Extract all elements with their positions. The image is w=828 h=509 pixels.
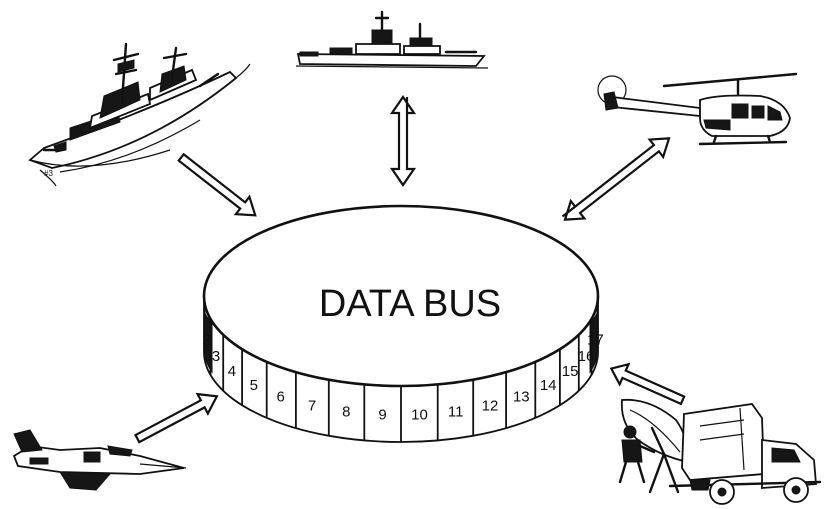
svg-text:#3: #3 — [44, 169, 53, 178]
slot-number: 2 — [202, 332, 210, 349]
radar-truck-icon — [618, 398, 822, 505]
slot-number: 10 — [411, 407, 428, 424]
fighter-jet-icon — [12, 429, 187, 491]
arrow-destroyer-to-bus — [177, 152, 257, 217]
helicopter-icon — [597, 72, 798, 146]
slot-number: 13 — [513, 388, 530, 405]
arrow-radar-to-bus — [609, 362, 686, 406]
slot-number: 17 — [587, 332, 604, 349]
frigate-ship-icon — [295, 10, 489, 69]
slot-number: 8 — [342, 404, 350, 421]
slot-dividers — [203, 302, 599, 442]
arrow-frigate-bus-two-way — [389, 95, 417, 187]
slot-number: 5 — [250, 377, 258, 394]
slot-number: 9 — [378, 407, 386, 424]
slot-number: 16 — [578, 348, 595, 365]
arrow-jet-to-bus — [134, 392, 219, 444]
arrow-helicopter-bus-two-way — [561, 137, 671, 221]
slot-number: 12 — [482, 397, 499, 414]
slot-number: 6 — [277, 388, 285, 405]
slot-number: 4 — [228, 363, 236, 380]
slot-number: 3 — [212, 348, 220, 365]
destroyer-ship-icon: #3 — [28, 42, 251, 187]
slot-number: 14 — [540, 377, 557, 394]
slot-number: 11 — [448, 404, 464, 421]
data-bus-label: DATA BUS — [319, 283, 501, 325]
slot-number: 7 — [308, 397, 316, 414]
slot-number: 15 — [562, 363, 579, 380]
